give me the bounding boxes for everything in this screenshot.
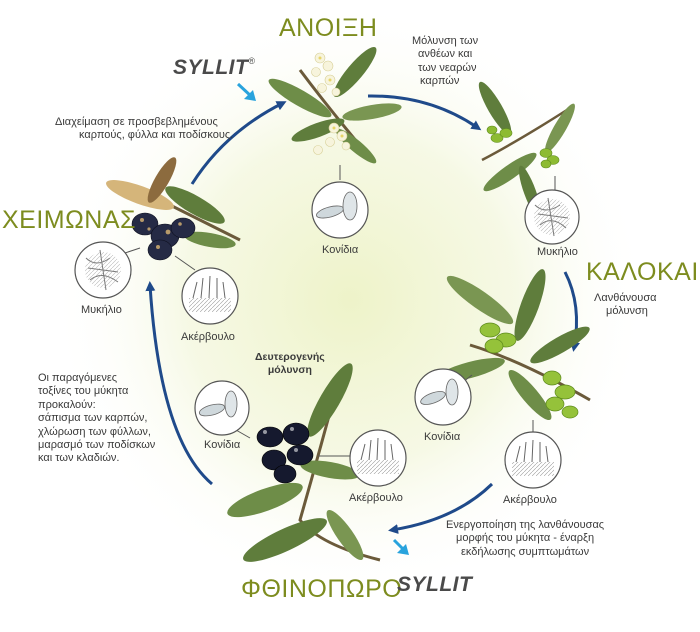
note-line: μαρασμό των ποδίσκων	[38, 439, 156, 452]
brand-text-bottom: SYLLIT	[397, 573, 473, 596]
note-summer-latent: Λανθάνουσα μόλυνση	[594, 292, 656, 319]
note-line: Ενεργοποίηση της λανθάνουσας	[446, 519, 605, 531]
note-line: χλώρωση των φύλλων,	[38, 425, 151, 438]
label-acervulus-summer: Ακέρβουλο	[503, 494, 557, 506]
autumn-conidia-connector	[235, 429, 251, 439]
note-line: προκαλούν:	[38, 398, 96, 411]
note-line: σάπισμα των καρπών,	[38, 412, 148, 425]
note-winter-overwinter: Διαχείμαση σε προσβεβλημένους καρπούς, φ…	[55, 116, 233, 143]
note-line: μόλυνση	[606, 305, 648, 318]
note-toxins: Οι παραγόμενες τοξίνες του μύκητα προκαλ…	[38, 372, 155, 466]
season-autumn: ΦΘΙΝΟΠΩΡΟ	[241, 575, 403, 603]
autumn-acervulus-circle	[349, 429, 407, 487]
note-line: καρπούς, φύλλα και ποδίσκους.	[79, 129, 234, 142]
brand-logo-top: SYLLIT®	[173, 56, 255, 80]
note-line: Μόλυνση των	[412, 35, 479, 47]
arrow-summer-to-autumn	[388, 482, 494, 534]
brand-logo-bottom: SYLLIT	[397, 573, 472, 597]
note-line: Δευτερογενής	[255, 351, 325, 363]
note-line: Οι παραγόμενες	[38, 372, 118, 384]
note-line: μορφής του μύκητα - έναρξη	[456, 532, 595, 545]
registered-mark: ®	[248, 56, 256, 66]
brand-arrow-bottom	[392, 538, 409, 555]
summer-acervulus-circle	[504, 431, 562, 489]
spring-olive-branch	[268, 46, 402, 164]
note-line: Λανθάνουσα	[594, 292, 657, 304]
note-line: και των κλαδιών.	[38, 452, 120, 465]
winter-acervulus-circle	[181, 267, 239, 325]
note-line: τοξίνες του μύκητα	[38, 385, 129, 398]
label-conidia-spring: Κονίδια	[322, 244, 359, 256]
winter-mycelium-circle	[74, 241, 132, 299]
spring-conidia-circle	[311, 181, 369, 239]
note-spring-infection: Μόλυνση των ανθέων και των νεαρών καρπών	[412, 35, 478, 89]
label-acervulus-autumn: Ακέρβουλο	[349, 492, 403, 504]
brand-arrow-top	[236, 82, 256, 101]
brand-text-top: SYLLIT	[173, 56, 249, 79]
label-conidia-autumn: Κονίδια	[204, 439, 241, 451]
season-spring: ΑΝΟΙΞΗ	[279, 14, 378, 42]
summer-conidia-circle	[414, 368, 472, 426]
autumn-conidia-circle	[194, 380, 250, 436]
note-line: μόλυνση	[267, 363, 312, 376]
arrow-autumn-to-winter	[145, 281, 213, 486]
summer-mycelium-circle	[524, 189, 580, 245]
note-line: Διαχείμαση σε προσβεβλημένους	[55, 116, 218, 128]
summer-green-olive-branch	[435, 269, 591, 421]
arrow-winter-to-spring	[190, 101, 287, 185]
label-acervulus-winter: Ακέρβουλο	[181, 331, 235, 343]
label-mycelium-winter: Μυκήλιο	[81, 304, 122, 316]
background-glow	[50, 0, 650, 600]
note-line: καρπών	[420, 75, 460, 88]
note-line: ανθέων και	[418, 48, 473, 61]
note-line: εκδήλωσης συμπτωμάτων	[460, 545, 590, 558]
season-summer: ΚΑΛΟΚΑΙΡΙ	[586, 258, 700, 286]
season-winter: ΧΕΙΜΩΝΑΣ	[2, 206, 136, 234]
label-conidia-summer: Κονίδια	[424, 431, 461, 443]
note-line: των νεαρών	[418, 61, 477, 74]
arrow-spring-to-summer	[367, 94, 482, 131]
note-autumn-activation: Ενεργοποίηση της λανθάνουσας μορφής του …	[446, 519, 604, 559]
winter-infected-olive-branch	[106, 157, 241, 261]
winter-acervulus-connector	[174, 255, 196, 271]
note-secondary-infection: Δευτερογενής μόλυνση	[255, 351, 325, 377]
label-mycelium-summer: Μυκήλιο	[537, 246, 578, 258]
autumn-black-olive-branch	[227, 363, 381, 562]
